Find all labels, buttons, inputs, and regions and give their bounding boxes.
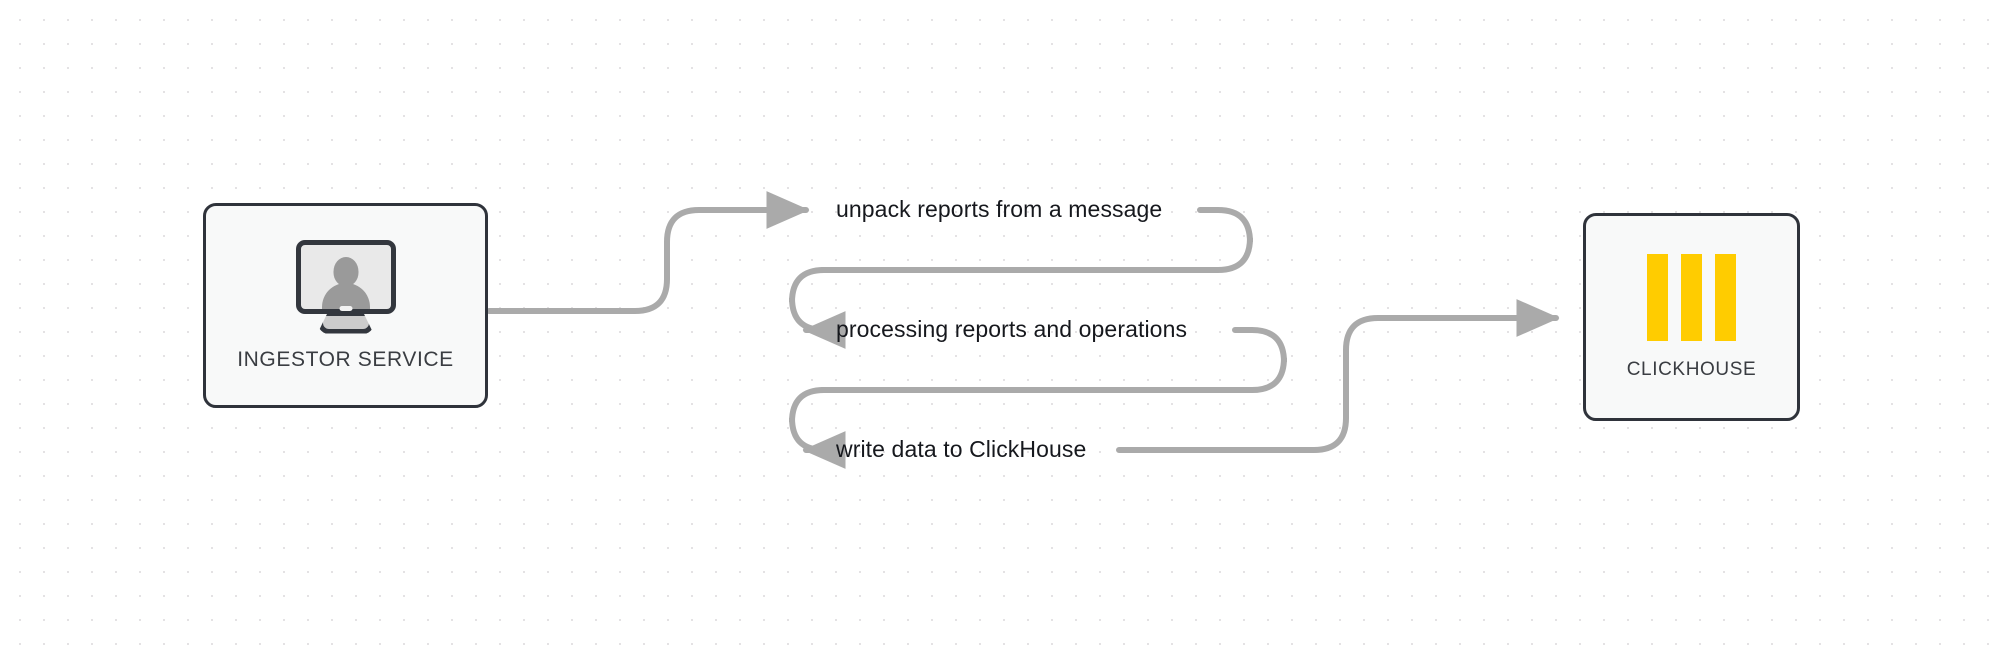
edge-label-processing-reports: processing reports and operations <box>836 316 1188 342</box>
clickhouse-bar-1 <box>1647 253 1668 341</box>
edge-label-unpack-reports: unpack reports from a message <box>836 196 1163 222</box>
edge-path-3 <box>789 387 846 470</box>
node-clickhouse-label: CLICKHOUSE <box>1626 358 1757 380</box>
monitor-indicator-icon <box>339 305 352 311</box>
clickhouse-logo-icon <box>1647 253 1736 341</box>
node-ingestor-service[interactable]: INGESTOR SERVICE <box>203 203 488 408</box>
node-clickhouse[interactable]: CLICKHOUSE <box>1583 213 1800 421</box>
edge-path-1 <box>486 190 810 314</box>
clickhouse-bar-3 <box>1715 253 1736 341</box>
monitor-stand-icon <box>317 310 374 334</box>
edge-label-write-data: write data to ClickHouse <box>836 436 1087 462</box>
clickhouse-bar-2 <box>1681 253 1702 341</box>
monitor-user-icon <box>293 239 399 334</box>
edge-path-2 <box>789 267 846 350</box>
node-ingestor-service-label: INGESTOR SERVICE <box>237 347 454 371</box>
monitor-screen-icon <box>295 239 396 314</box>
person-head-icon <box>333 256 358 286</box>
